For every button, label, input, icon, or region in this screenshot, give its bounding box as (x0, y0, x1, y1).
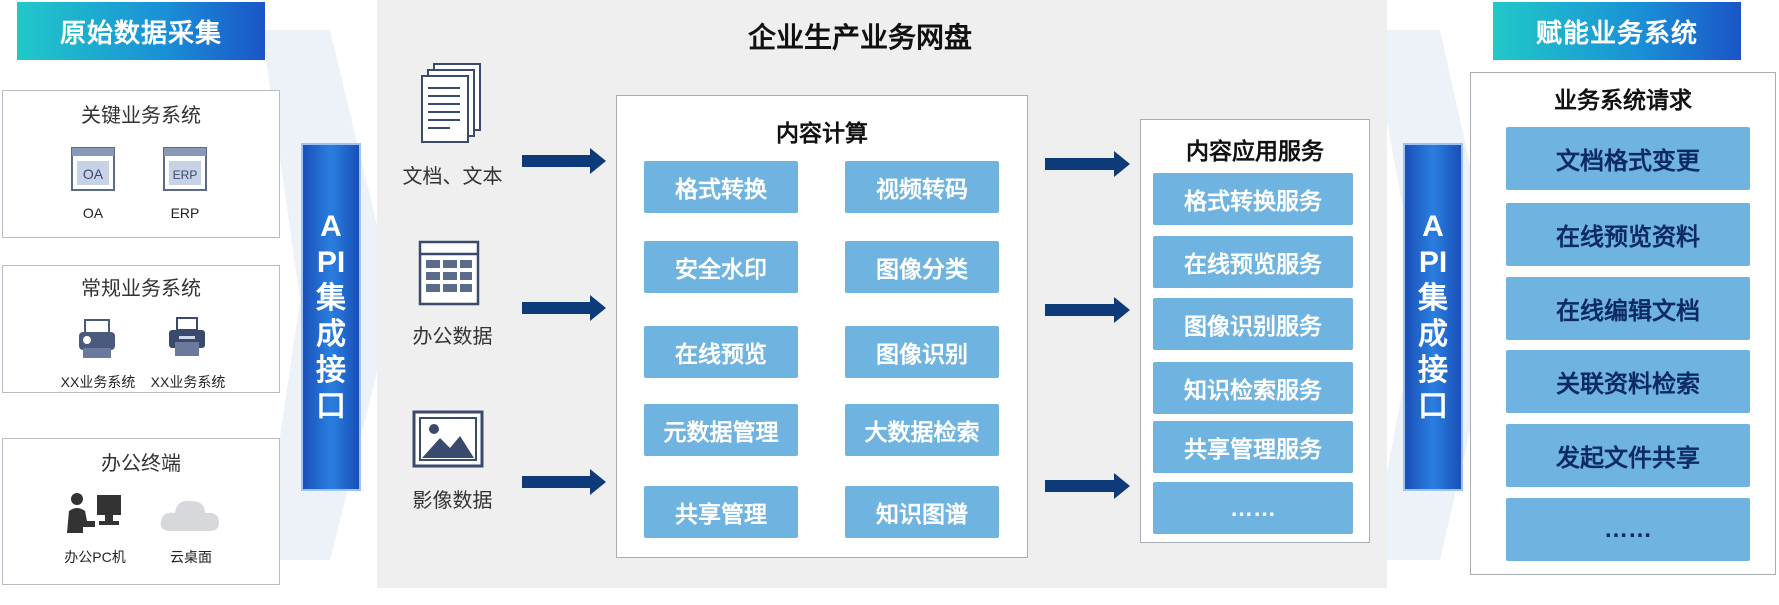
compute-chip: 图像分类 (845, 241, 999, 293)
svg-text:ERP: ERP (173, 168, 198, 182)
service-item: 知识检索服务 (1153, 362, 1353, 414)
compute-chip: 视频转码 (845, 161, 999, 213)
arrow-icon (522, 469, 606, 495)
data-type-label: 办公数据 (412, 326, 493, 348)
fax-machine-icon (75, 318, 119, 365)
arrow-icon (522, 295, 606, 321)
source-group-title: 关键业务系统 (81, 105, 201, 127)
services-panel-title: 内容应用服务 (1186, 138, 1324, 164)
compute-chip: 知识图谱 (845, 486, 999, 538)
printer-icon (165, 316, 209, 365)
compute-chip: 在线预览 (644, 326, 798, 378)
cloud-icon (159, 497, 221, 538)
arrow-icon (522, 148, 606, 174)
request-item: 在线编辑文档 (1506, 277, 1750, 340)
svg-text:OA: OA (83, 166, 104, 182)
compute-chip: 安全水印 (644, 241, 798, 293)
request-item: 文档格式变更 (1506, 127, 1750, 190)
arrow-icon (1045, 297, 1130, 323)
oa-window-icon: OA (71, 147, 115, 196)
service-item: 格式转换服务 (1153, 173, 1353, 225)
api-label: API集成接口 (1418, 210, 1448, 423)
compute-chip: 大数据检索 (845, 404, 999, 456)
service-item: 共享管理服务 (1153, 421, 1353, 473)
source-group-key-systems: 关键业务系统 OA OA ERP ERP (2, 90, 280, 238)
erp-window-icon: ERP (163, 147, 207, 196)
source-group-regular-systems: 常规业务系统 XX业务系统 XX业务系统 (2, 265, 280, 393)
api-label: API集成接口 (316, 210, 346, 423)
request-item: 发起文件共享 (1506, 424, 1750, 487)
spreadsheet-icon (418, 240, 480, 311)
data-type-label: 文档、文本 (402, 166, 503, 188)
source-group-title: 常规业务系统 (81, 278, 201, 300)
compute-panel-title: 内容计算 (776, 120, 868, 146)
pc-user-icon (65, 491, 125, 540)
source-item-label: XX业务系统 (60, 374, 136, 390)
data-type-label: 影像数据 (412, 490, 493, 512)
left-header: 原始数据采集 (17, 2, 265, 60)
business-request-title: 业务系统请求 (1554, 87, 1692, 113)
request-item: …… (1506, 498, 1750, 561)
source-group-title: 办公终端 (101, 453, 181, 475)
center-title: 企业生产业务网盘 (748, 22, 973, 53)
compute-chip: 共享管理 (644, 486, 798, 538)
compute-chip: 格式转换 (644, 161, 798, 213)
right-header: 赋能业务系统 (1493, 2, 1741, 60)
request-item: 关联资料检索 (1506, 350, 1750, 413)
document-stack-icon (420, 62, 484, 151)
compute-chip: 元数据管理 (644, 404, 798, 456)
request-item: 在线预览资料 (1506, 203, 1750, 266)
api-integration-left: API集成接口 (301, 143, 361, 491)
service-item: 在线预览服务 (1153, 236, 1353, 288)
source-item-label: 办公PC机 (64, 549, 126, 565)
source-item-label: OA (82, 205, 104, 221)
arrow-icon (1045, 151, 1130, 177)
source-item-label: ERP (170, 205, 200, 221)
service-item: …… (1153, 482, 1353, 534)
api-integration-right: API集成接口 (1403, 143, 1463, 491)
arrow-icon (1045, 473, 1130, 499)
service-item: 图像识别服务 (1153, 298, 1353, 350)
source-item-label: XX业务系统 (150, 374, 226, 390)
compute-chip: 图像识别 (845, 326, 999, 378)
image-icon (412, 410, 484, 473)
source-item-label: 云桌面 (170, 549, 212, 565)
source-group-office-terminals: 办公终端 办公PC机 云桌面 (2, 438, 280, 585)
